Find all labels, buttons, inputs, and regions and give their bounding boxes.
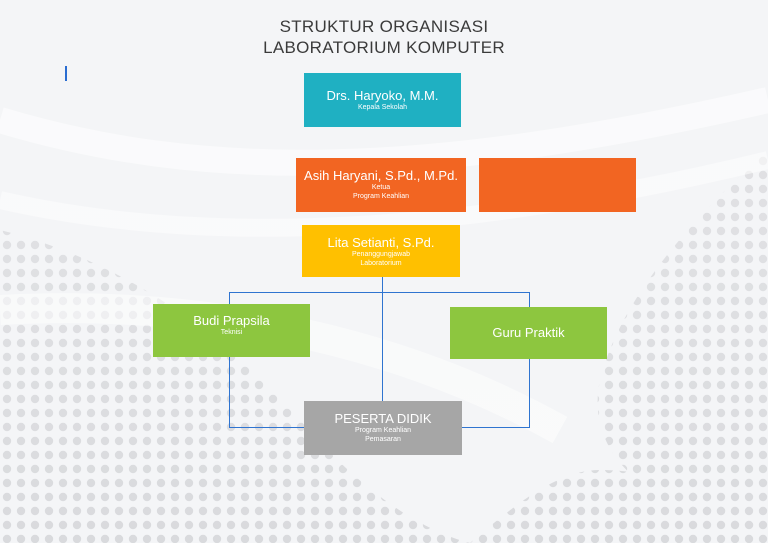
node-kepala-sekolah[interactable]: Drs. Haryoko, M.M. Kepala Sekolah — [304, 73, 461, 127]
connector-horizontal-top — [229, 292, 530, 293]
node-role-line2: Program Keahlian — [352, 193, 410, 200]
connector-left-down — [229, 357, 230, 428]
node-penanggungjawab-lab[interactable]: Lita Setianti, S.Pd. Penanggungjawab Lab… — [302, 225, 460, 277]
chart-title-line1: STRUKTUR ORGANISASI — [279, 17, 489, 36]
node-peserta-didik[interactable]: PESERTA DIDIK Program Keahlian Pemasaran — [304, 401, 462, 455]
chart-title-line2: LABORATORIUM KOMPUTER — [263, 38, 505, 57]
node-name: Guru Praktik — [492, 325, 565, 340]
node-role-line1: Program Keahlian — [354, 427, 412, 434]
node-name: PESERTA DIDIK — [334, 411, 432, 426]
node-empty-side[interactable] — [479, 158, 636, 212]
connector-right-top — [529, 292, 530, 307]
node-role-line2: Pemasaran — [365, 436, 401, 443]
node-role-line1: Ketua — [371, 184, 391, 191]
node-role-line1: Penanggungjawab — [352, 251, 410, 258]
node-ketua-program[interactable]: Asih Haryani, S.Pd., M.Pd. Ketua Program… — [296, 158, 466, 212]
node-role-line2: Laboratorium — [360, 260, 402, 267]
connector-right-down — [529, 359, 530, 428]
node-teknisi[interactable]: Budi Prapsila Teknisi — [153, 304, 310, 357]
node-name: Asih Haryani, S.Pd., M.Pd. — [304, 168, 458, 183]
connector-left-top — [229, 292, 230, 304]
node-name: Drs. Haryoko, M.M. — [326, 88, 439, 103]
connector-vertical-main — [382, 277, 383, 401]
node-role: Kepala Sekolah — [357, 104, 408, 111]
node-role: Teknisi — [220, 329, 243, 336]
node-name: Lita Setianti, S.Pd. — [327, 235, 435, 250]
node-guru-praktik[interactable]: Guru Praktik — [450, 307, 607, 359]
node-name: Budi Prapsila — [193, 313, 270, 328]
text-cursor-marker — [65, 66, 67, 81]
